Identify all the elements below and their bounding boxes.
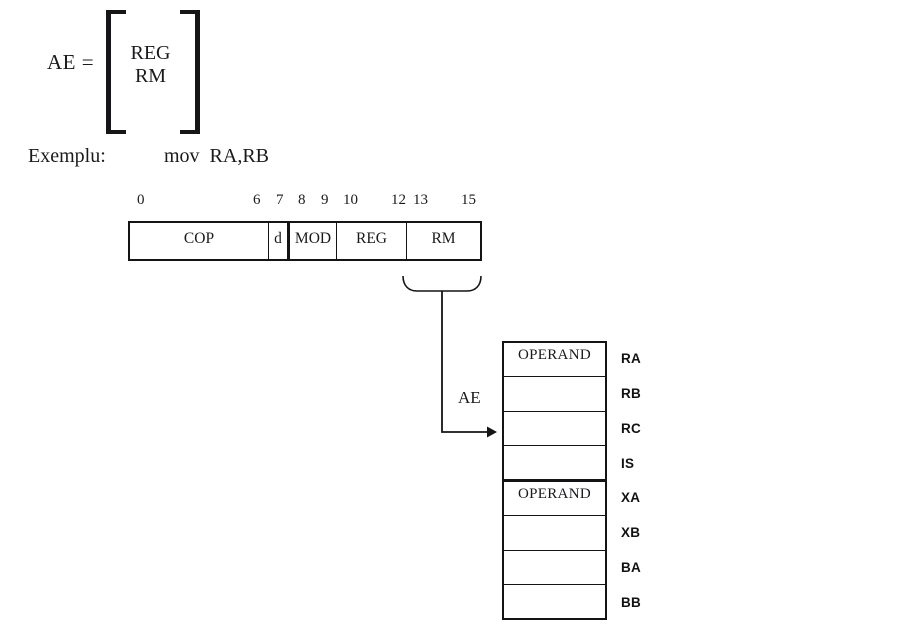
register-row-xb (504, 516, 605, 551)
register-name-is: IS (621, 455, 635, 471)
register-name-bb: BB (621, 595, 641, 611)
example-instruction: mov RA,RB (164, 145, 270, 167)
register-value: OPERAND (518, 347, 591, 363)
bit-tick-13: 13 (413, 192, 428, 208)
matrix-bracket-right-icon (180, 10, 200, 134)
bitfield-cell-d: d (269, 223, 290, 259)
matrix-option-rm: RM (134, 65, 167, 87)
register-name-rb: RB (621, 385, 641, 401)
register-name-rc: RC (621, 420, 641, 436)
bitfield-cell-reg: REG (337, 223, 407, 259)
bit-tick-10: 10 (343, 192, 358, 208)
bit-tick-9: 9 (321, 192, 329, 208)
register-name-xa: XA (621, 490, 641, 506)
grouping-brace-icon (402, 275, 482, 292)
bitfield-cell-mod: MOD (290, 223, 337, 259)
register-name-ba: BA (621, 560, 641, 576)
instruction-bitfield: COP d MOD REG RM (128, 221, 482, 261)
ae-arrow-label: AE (458, 388, 481, 407)
matrix-options: REG RM (119, 42, 182, 88)
register-row-bb (504, 585, 605, 618)
register-row-rb (504, 377, 605, 412)
bitfield-cell-rm: RM (431, 229, 456, 247)
register-row-ra: OPERAND (504, 343, 605, 378)
register-row-ba (504, 551, 605, 585)
bit-tick-8: 8 (298, 192, 306, 208)
ae-arrow-line (441, 291, 488, 433)
bit-tick-12: 12 (391, 192, 406, 208)
arrowhead-icon (487, 426, 497, 438)
register-row-xa: OPERAND (504, 482, 605, 517)
formula-lhs: AE = (47, 50, 95, 74)
register-row-is (504, 446, 605, 482)
register-name-ra: RA (621, 350, 641, 366)
register-value: OPERAND (518, 486, 591, 502)
bit-tick-6: 6 (253, 192, 261, 208)
bit-tick-7: 7 (276, 192, 284, 208)
matrix-bracket-left-icon (106, 10, 126, 134)
register-name-xb: XB (621, 525, 641, 541)
rm-brace-and-ae-arrow (402, 275, 497, 438)
register-row-rc (504, 412, 605, 446)
bitfield-cell-cop: COP (130, 223, 269, 259)
matrix-option-reg: REG (130, 42, 171, 64)
bit-tick-0: 0 (137, 192, 145, 208)
register-bank-table: OPERAND OPERAND (502, 341, 607, 620)
register-name-column: RA RB RC IS XA XB BA BB (621, 341, 671, 620)
example-label: Exemplu: (28, 145, 106, 167)
bit-tick-15: 15 (461, 192, 476, 208)
